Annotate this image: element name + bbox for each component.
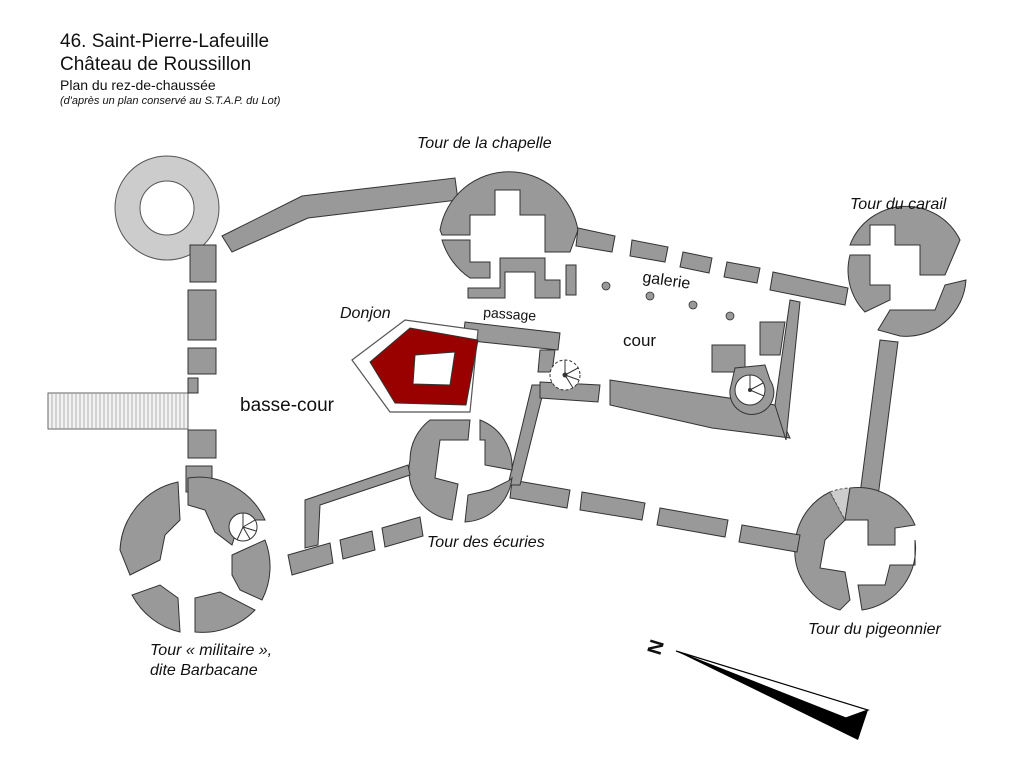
north-arrow-icon: N (644, 637, 870, 740)
west-wall-1 (189, 244, 217, 283)
label-passage: passage (483, 304, 537, 324)
tour-carail-shape (847, 205, 967, 337)
label-tour-militaire-2: dite Barbacane (150, 662, 258, 679)
cour-staircase (549, 359, 581, 391)
galerie-pillars (601, 281, 735, 321)
label-tour-carail: Tour du carail (850, 196, 947, 213)
label-tour-chapelle: Tour de la chapelle (417, 135, 552, 152)
label-tour-ecuries: Tour des écuries (427, 534, 545, 551)
title-line-3: Plan du rez-de-chaussée (60, 77, 216, 93)
donjon-shape (351, 319, 479, 413)
cour-stair-tower (729, 364, 775, 415)
title-line-2: Château de Roussillon (60, 54, 251, 75)
label-donjon: Donjon (340, 305, 391, 322)
tour-pigeonnier-shape (794, 487, 917, 611)
tour-barbacane-shape (119, 476, 271, 633)
tour-chapelle-shape (439, 171, 579, 299)
label-tour-militaire-1: Tour « militaire », (150, 642, 272, 659)
title-line-4: (d'après un plan conservé au S.T.A.P. du… (60, 95, 281, 107)
label-galerie: galerie (641, 269, 691, 293)
walls (114, 155, 967, 633)
label-cour: cour (623, 331, 656, 350)
barbacane-staircase (228, 512, 258, 542)
label-basse-cour: basse-cour (240, 395, 335, 416)
north-letter: N (644, 637, 669, 657)
tour-ecuries-shape (408, 419, 513, 523)
title-line-1: 46. Saint-Pierre-Lafeuille (60, 31, 269, 52)
entrance-ramp (47, 392, 189, 430)
label-tour-pigeonnier: Tour du pigeonnier (808, 621, 942, 638)
